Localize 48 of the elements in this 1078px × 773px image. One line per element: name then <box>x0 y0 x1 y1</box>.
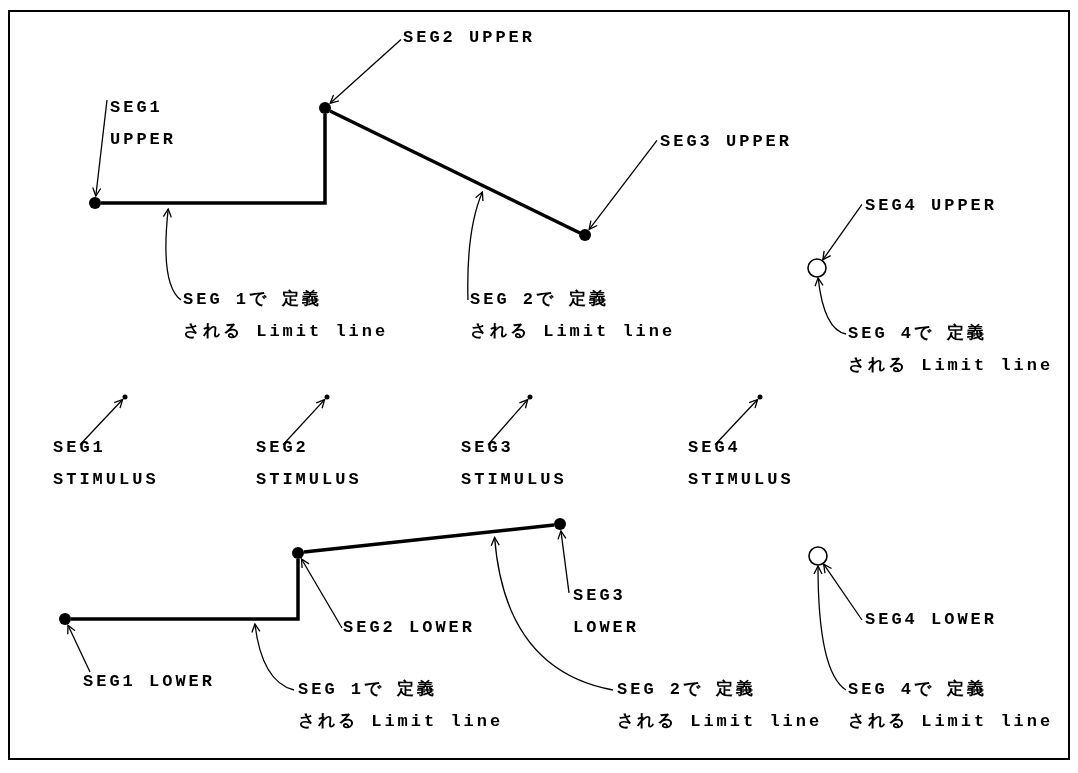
callout-label: SEG3 UPPER <box>660 126 793 158</box>
leader-line <box>92 99 108 197</box>
point-marker <box>757 394 763 400</box>
leader-line <box>557 530 570 594</box>
callout-label: SEG 1で 定義される Limit line <box>183 284 389 348</box>
point-marker <box>527 394 533 400</box>
point-marker <box>122 394 128 400</box>
callout-label: SEG1 LOWER <box>83 666 216 698</box>
callout-label: SEG3 STIMULUS <box>461 432 567 496</box>
point-marker <box>89 197 101 209</box>
leader-line <box>814 277 847 335</box>
callout-label: SEG 4で 定義される Limit line <box>848 318 1054 382</box>
limit-line <box>329 109 581 235</box>
callout-label: SEG 4で 定義される Limit line <box>848 674 1054 738</box>
point-marker <box>554 518 566 530</box>
limit-line <box>101 114 327 205</box>
callout-label: SEG1 STIMULUS <box>53 432 159 496</box>
callout-label: SEG3 LOWER <box>573 580 639 644</box>
leader-line <box>490 536 614 691</box>
leader-line <box>67 624 91 673</box>
leader-line <box>467 191 484 301</box>
leader-line <box>329 38 402 104</box>
point-marker <box>292 547 304 559</box>
callout-label: SEG1 UPPER <box>110 92 176 156</box>
point-marker <box>807 258 827 278</box>
limit-line <box>303 523 555 554</box>
callout-label: SEG4 LOWER <box>865 604 998 636</box>
callout-label: SEG2 STIMULUS <box>256 432 362 496</box>
point-marker <box>319 102 331 114</box>
callout-label: SEG 2で 定義される Limit line <box>617 674 823 738</box>
point-marker <box>808 546 828 566</box>
leader-line <box>813 565 847 691</box>
callout-label: SEG4 UPPER <box>865 190 998 222</box>
callout-label: SEG2 UPPER <box>403 22 536 54</box>
callout-label: SEG 1で 定義される Limit line <box>298 674 504 738</box>
callout-label: SEG 2で 定義される Limit line <box>470 284 676 348</box>
leader-line <box>822 203 863 261</box>
leader-line <box>588 139 658 231</box>
callout-label: SEG2 LOWER <box>343 612 476 644</box>
leader-line <box>251 623 295 691</box>
leader-line <box>162 208 182 301</box>
leader-line <box>300 558 343 629</box>
point-marker <box>324 394 330 400</box>
leader-line <box>823 563 863 621</box>
point-marker <box>579 229 591 241</box>
limit-line <box>71 559 300 621</box>
callout-label: SEG4 STIMULUS <box>688 432 794 496</box>
point-marker <box>59 613 71 625</box>
